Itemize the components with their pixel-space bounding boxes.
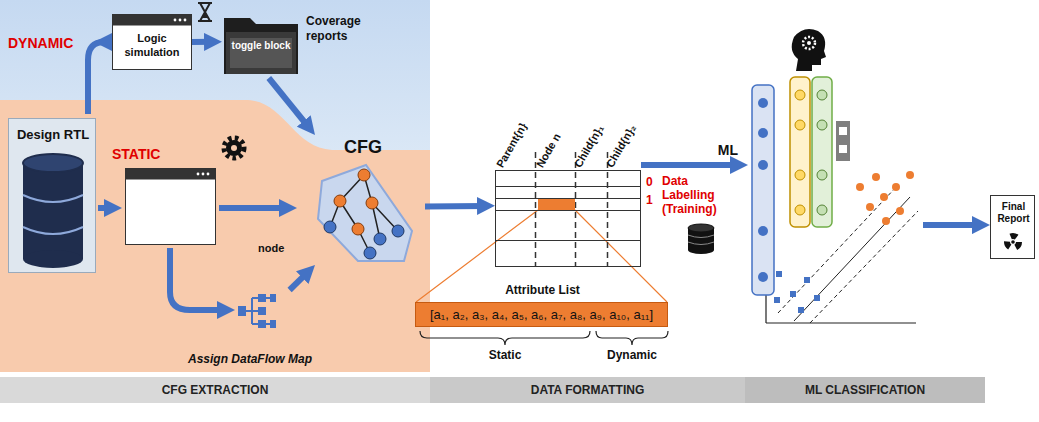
class-label: 0: [646, 174, 658, 190]
phase-label: DYNAMIC: [8, 35, 84, 51]
flow-arrow: [425, 203, 486, 210]
simulation-window: Logic simulation: [112, 14, 192, 70]
gear-icon: [224, 138, 244, 158]
dataflow-map: Assign DataFlow Map: [160, 290, 340, 370]
phase-label: STATIC: [112, 146, 182, 162]
node-label: node: [258, 240, 294, 256]
node-text: Assign DataFlow Map: [160, 352, 340, 367]
node-text: Logic simulation: [112, 31, 192, 59]
node-subtext: toggle block: [230, 40, 292, 52]
flow-arrow: [170, 248, 226, 310]
phase-band: DATA FORMATTING: [430, 377, 745, 403]
attribute-group-label: Static: [475, 347, 535, 363]
data-labelling-note: Data Labelling (Training): [662, 174, 738, 216]
node-text: Attribute List: [416, 283, 669, 298]
flow-arrow: [641, 162, 739, 168]
flow-arrow: [219, 205, 288, 211]
flow-arrow: [269, 78, 310, 128]
attribute-list-box: Attribute List[a₁, a₂, a₃, a₄, a₅, a₆, a…: [415, 302, 668, 327]
node-text: Final Report: [991, 201, 1036, 225]
final-report: Final Report: [990, 195, 1035, 259]
cfg-graph: CFG: [300, 135, 425, 265]
phase-band: ML CLASSIFICATION: [745, 377, 985, 403]
node-text: DATA FORMATTING: [430, 382, 745, 398]
phase-band: CFG EXTRACTION: [0, 377, 430, 403]
node-text: Design RTL: [9, 127, 97, 142]
flow-arrow: [88, 42, 104, 114]
ml-classifier: ML: [748, 25, 923, 330]
static-brace: [420, 331, 590, 345]
coverage-folder: Coverage reportstoggle block: [222, 12, 300, 78]
node-text: Coverage reports: [306, 14, 380, 44]
database-icon: [688, 224, 714, 254]
node-subtext: Child{n}₂: [603, 94, 655, 170]
flow-arrow: [923, 222, 981, 228]
dynamic-brace: [596, 331, 668, 345]
node-text: ML: [698, 142, 738, 158]
flow-arrow: [192, 39, 213, 45]
attribute-group-label: Dynamic: [598, 347, 666, 363]
node-text: ML CLASSIFICATION: [745, 382, 985, 398]
attribute-table: Parent{n}Node nChild{n}₁Child{n}₂: [495, 100, 641, 268]
node-subtext: [a₁, a₂, a₃, a₄, a₅, a₆, a₇, a₈, a₉, a₁₀…: [416, 306, 667, 323]
flow-arrow: [290, 271, 309, 290]
static-tool-window: [126, 169, 216, 245]
node-text: CFG: [344, 137, 404, 157]
design-rtl-database: Design RTL: [8, 118, 96, 273]
node-text: CFG EXTRACTION: [0, 382, 430, 398]
hourglass-icon: [198, 3, 212, 21]
static-region: [0, 100, 430, 372]
flow-arrow: [98, 205, 113, 211]
class-label: 1: [646, 192, 658, 208]
